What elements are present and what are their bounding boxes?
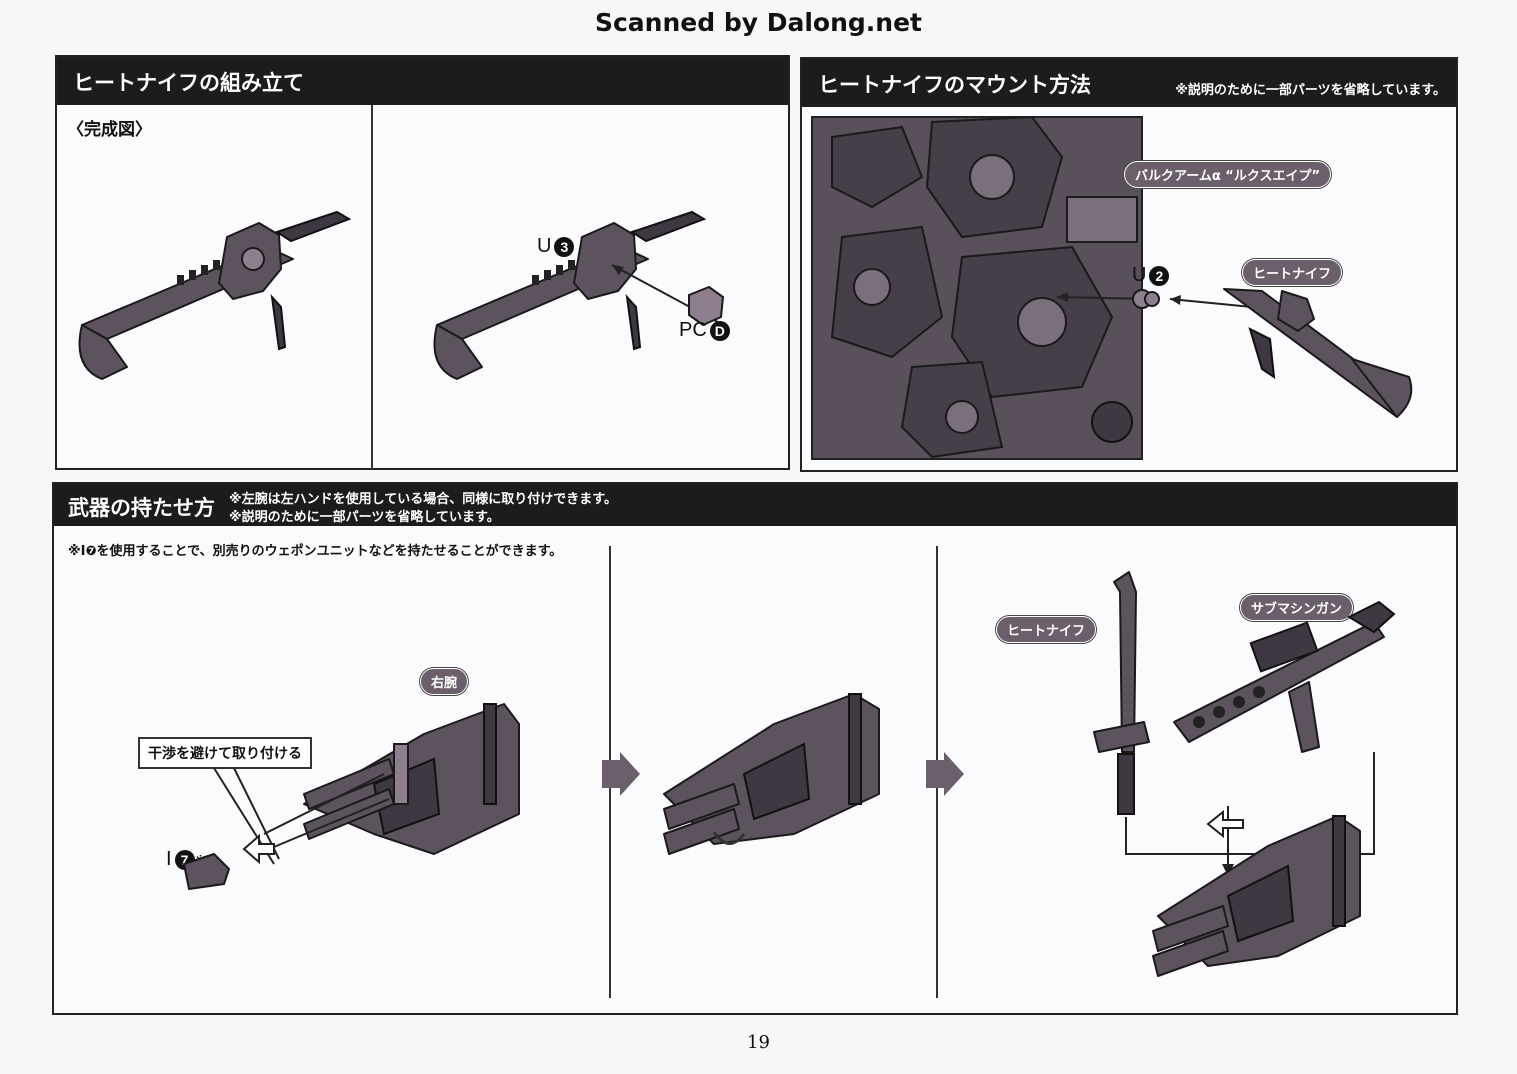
hold-header: 武器の持たせ方 ※左腕は左ハンドを使用している場合、同様に取り付けできます。 ※… bbox=[54, 484, 1456, 526]
smg-label: サブマシンガン bbox=[1240, 594, 1354, 621]
step3-weapons-illustration bbox=[1093, 571, 1396, 855]
mount-title: ヒートナイフのマウント方法 bbox=[818, 73, 1091, 97]
part-pcd-number: D bbox=[709, 320, 730, 341]
exploded-knife-illustration bbox=[433, 210, 728, 380]
heat-knife-label-step3: ヒートナイフ bbox=[996, 616, 1097, 643]
mount-panel: ヒートナイフのマウント方法 ※説明のために一部パーツを省略しています。 バルクア… bbox=[800, 57, 1458, 472]
assembly-header: ヒートナイフの組み立て bbox=[57, 57, 788, 105]
scan-credit: Scanned by Dalong.net bbox=[594, 8, 922, 37]
mount-knife-illustration bbox=[1056, 288, 1413, 418]
avoid-interference-callout: 干渉を避けて取り付ける bbox=[138, 737, 312, 769]
hold-note-2: ※説明のために一部パーツを省略しています。 bbox=[229, 510, 500, 525]
step1-arm-illustration bbox=[183, 703, 520, 890]
right-arm-label: 右腕 bbox=[420, 668, 469, 695]
page-number: 19 bbox=[747, 1032, 770, 1053]
finished-knife-illustration bbox=[78, 210, 352, 380]
step3-arm-illustration bbox=[1152, 806, 1361, 977]
assembly-title: ヒートナイフの組み立て bbox=[73, 71, 304, 95]
assembly-divider bbox=[371, 105, 373, 470]
weapon-unit-tip: ※I❼を使用することで、別売りのウェポンユニットなどを持たせることができます。 bbox=[68, 544, 563, 559]
part-u3-letter: U bbox=[537, 235, 552, 257]
mech-body-illustration bbox=[811, 115, 1143, 460]
part-u2-letter: U bbox=[1132, 264, 1147, 286]
part-u2-number: 2 bbox=[1149, 265, 1170, 286]
hold-note-1: ※左腕は左ハンドを使用している場合、同様に取り付けできます。 bbox=[229, 492, 617, 507]
mount-note: ※説明のために一部パーツを省略しています。 bbox=[1175, 83, 1446, 98]
step2-arm-illustration bbox=[663, 693, 880, 855]
part-i7-letter: I bbox=[166, 848, 172, 870]
mount-header: ヒートナイフのマウント方法 ※説明のために一部パーツを省略しています。 bbox=[802, 59, 1456, 107]
finished-view-label: 〈完成図〉 bbox=[67, 120, 152, 140]
part-pcd-letter: PC bbox=[679, 319, 707, 341]
bulk-arm-label: バルクアームα “ルクスエイプ” bbox=[1124, 161, 1331, 188]
step-arrow-2 bbox=[926, 752, 964, 796]
step-arrow-1 bbox=[602, 752, 640, 796]
heat-knife-label: ヒートナイフ bbox=[1242, 259, 1343, 286]
part-u3-number: 3 bbox=[554, 236, 575, 257]
hold-panel: 武器の持たせ方 ※左腕は左ハンドを使用している場合、同様に取り付けできます。 ※… bbox=[52, 482, 1458, 1015]
hold-title: 武器の持たせ方 bbox=[68, 496, 215, 520]
